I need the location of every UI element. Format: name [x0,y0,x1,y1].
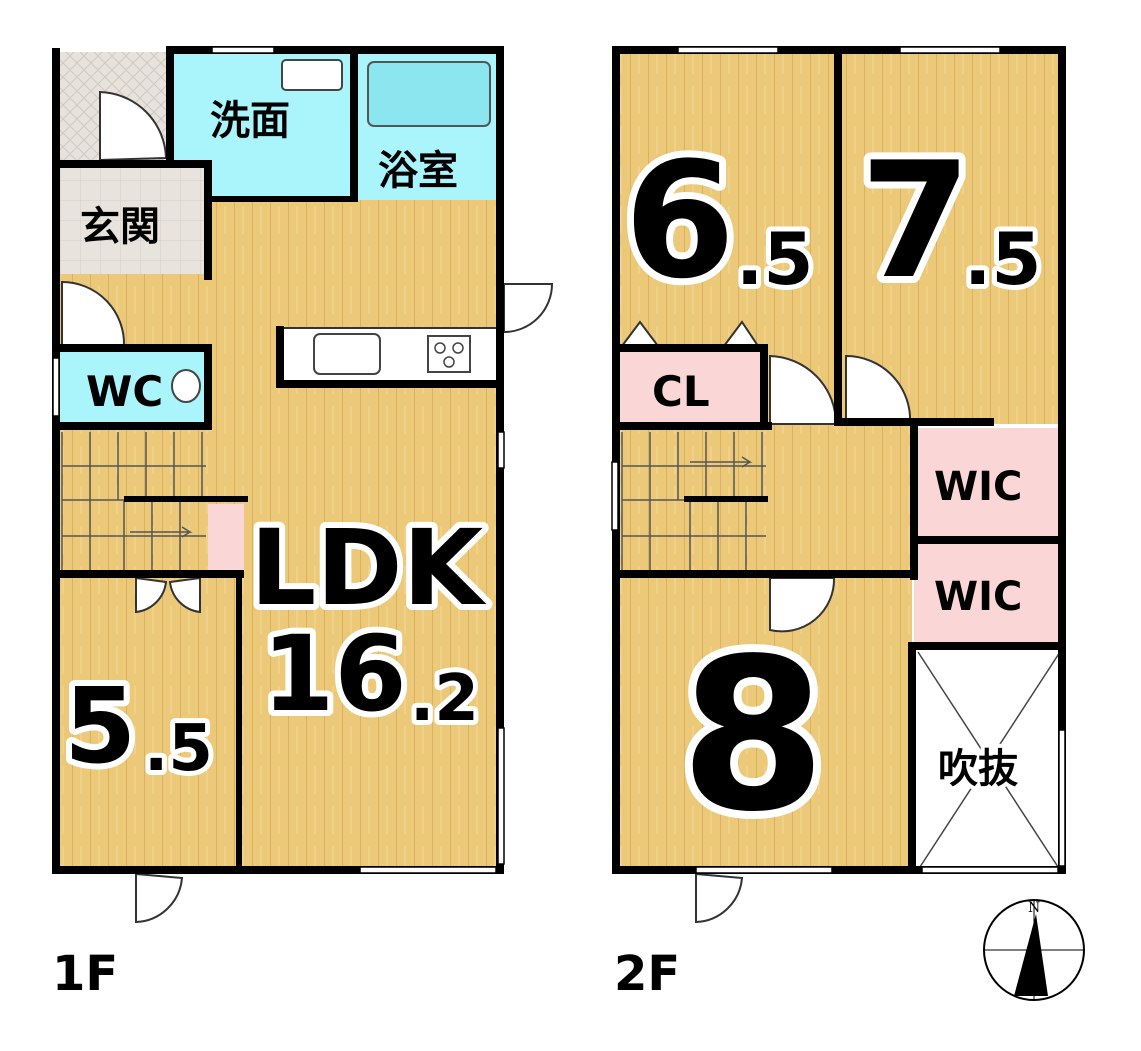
windows-1f [52,46,505,874]
room-8-area [618,578,912,870]
stove [427,335,471,373]
room-5-5-dec: .5 [144,712,213,786]
wash-basin [281,59,343,91]
wic-bottom-area [914,542,1060,642]
room-5-5-int: 5 [64,665,136,787]
bathroom-label: 浴室 [378,148,458,194]
room-7-5-dec: .5 [964,217,1041,301]
ldk-size-dec: .2 [410,662,479,736]
void-label: 吹抜 [938,746,1018,792]
floor-1-label: 1F [52,946,118,1002]
ldk-size-int: 16 [262,613,407,735]
storage-1f [208,504,244,570]
second-floor [611,46,1066,924]
room-6-5-dec: .5 [736,217,813,301]
room-8-int: 8 [680,613,826,858]
wic-bottom-label: WIC [934,574,1022,620]
washroom-label: 洗面 [210,98,290,144]
ldk-label: LDK [250,507,487,629]
room-6-5-area [618,52,840,348]
entrance-area [58,164,206,274]
walls-2f [612,46,1066,874]
bathtub [367,61,491,127]
room-5-5-area [58,578,240,870]
wic-top-area [914,428,1060,536]
closet-area [618,348,760,422]
doors-1f [61,90,554,924]
floor-2-label: 2F [614,946,680,1002]
closet-label: CL [652,367,710,416]
windows-2f [611,46,1066,874]
toilet-label: WC [86,367,163,416]
wic-top-label: WIC [934,464,1022,510]
doors-2f [620,320,912,924]
void-cross [917,651,1061,871]
compass-north-label: N [1028,900,1040,916]
first-floor [52,46,554,924]
room-6-5-int: 6 [624,127,735,314]
kitchen-sink [313,333,381,375]
north-arrow-icon [1014,914,1048,996]
ldk-area [206,200,500,870]
compass: N [983,899,1085,1001]
entrance-label: 玄関 [80,204,160,250]
toilet-bowl [171,369,201,403]
labels: 洗面 浴室 玄関 WC LDK 16 .2 5 .5 1F 6 .5 7 .5 … [52,98,1046,1002]
room-7-5-int: 7 [860,127,971,314]
